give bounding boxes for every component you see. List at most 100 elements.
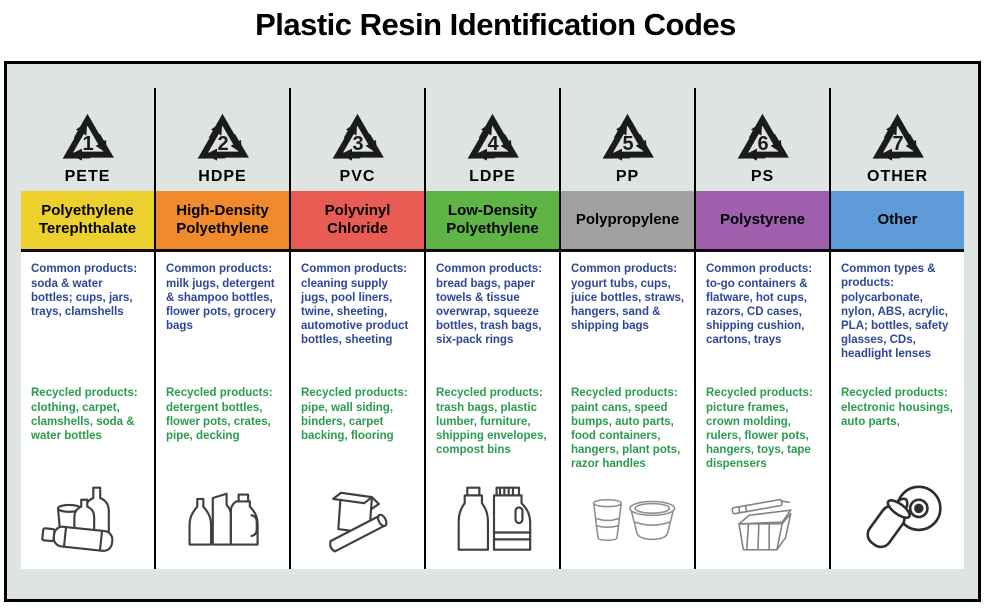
common-products-list: bread bags, paper towels & tissue overwr… xyxy=(436,278,542,346)
recycling-symbol-1-icon: 1 xyxy=(62,113,114,161)
recycled-products-block: Recycled products: electronic housings, … xyxy=(841,386,956,429)
clamshell-container-and-razor-icon xyxy=(706,477,821,565)
common-products-block: Common products: yogurt tubs, cups, juic… xyxy=(571,262,686,386)
resin-abbreviation: OTHER xyxy=(867,168,928,185)
resin-abbreviation: PP xyxy=(615,168,640,185)
recycled-products-block: Recycled products: pipe, wall siding, bi… xyxy=(301,386,416,443)
column-content: Common products: milk jugs, detergent & … xyxy=(156,252,289,569)
resin-code: 4 xyxy=(487,133,499,155)
resin-name: Polyethylene Terephthalate xyxy=(38,202,137,237)
recycling-symbol-4-icon: 4 xyxy=(467,113,519,161)
resin-name-band: Polyvinyl Chloride xyxy=(291,191,424,252)
resin-name: High-Density Polyethylene xyxy=(176,202,269,237)
recycled-products-block: Recycled products: detergent bottles, fl… xyxy=(166,386,281,443)
resin-column-other: 7 OTHER Other Common types & products: p… xyxy=(829,88,964,569)
resin-column-ps: 6 PS Polystyrene Common products: to-go … xyxy=(694,88,829,569)
common-products-list: cleaning supply jugs, pool liners, twine… xyxy=(301,278,409,346)
common-products-list: to-go containers & flatware, hot cups, r… xyxy=(706,278,808,346)
common-products-label: Common types & products: xyxy=(841,263,936,289)
common-products-label: Common products: xyxy=(436,263,543,275)
common-products-block: Common products: bread bags, paper towel… xyxy=(436,262,551,386)
recycled-products-label: Recycled products: xyxy=(301,387,408,399)
recycled-products-block: Recycled products: trash bags, plastic l… xyxy=(436,386,551,457)
recycling-symbol-6-icon: 6 xyxy=(737,113,789,161)
column-content: Common products: cleaning supply jugs, p… xyxy=(291,252,424,569)
resin-name-band: Polyethylene Terephthalate xyxy=(21,191,154,252)
resin-abbreviation: LDPE xyxy=(469,168,516,185)
recycled-products-list: pipe, wall siding, binders, carpet backi… xyxy=(301,402,394,442)
resin-column-pp: 5 PP Polypropylene Common products: yogu… xyxy=(559,88,694,569)
packaging-bag-and-pipe-icon xyxy=(301,477,416,565)
recycled-products-label: Recycled products: xyxy=(841,387,948,399)
resin-name: Polystyrene xyxy=(719,211,806,228)
common-products-list: yogurt tubs, cups, juice bottles, straws… xyxy=(571,278,685,332)
recycled-products-block: Recycled products: clothing, carpet, cla… xyxy=(31,386,146,443)
column-content: Common types & products: polycarbonate, … xyxy=(831,252,964,569)
common-products-label: Common products: xyxy=(166,263,273,275)
recycled-products-label: Recycled products: xyxy=(436,387,543,399)
resin-name: Low-Density Polyethylene xyxy=(446,202,539,237)
recycled-products-block: Recycled products: paint cans, speed bum… xyxy=(571,386,686,471)
recycling-symbol-3-icon: 3 xyxy=(332,113,384,161)
recycling-symbol-2-icon: 2 xyxy=(197,113,249,161)
soda-and-water-bottles-icon xyxy=(31,477,146,565)
resin-code: 1 xyxy=(82,133,93,155)
column-content: Common products: yogurt tubs, cups, juic… xyxy=(561,252,694,569)
plastic-cup-and-flower-pot-icon xyxy=(571,477,686,565)
recycled-products-list: picture frames, crown molding, rulers, f… xyxy=(706,402,811,470)
recycled-products-list: paint cans, speed bumps, auto parts, foo… xyxy=(571,402,681,470)
symbol-area: 3 PVC xyxy=(291,88,424,191)
recycled-products-label: Recycled products: xyxy=(166,387,273,399)
resin-code: 7 xyxy=(892,133,903,155)
recycled-products-label: Recycled products: xyxy=(706,387,813,399)
symbol-area: 7 OTHER xyxy=(831,88,964,191)
resin-column-hdpe: 2 HDPE High-Density Polyethylene Common … xyxy=(154,88,289,569)
common-products-label: Common products: xyxy=(31,263,138,275)
page-title: Plastic Resin Identification Codes xyxy=(255,7,736,42)
symbol-area: 6 PS xyxy=(696,88,829,191)
recycled-products-list: clothing, carpet, clamshells, soda & wat… xyxy=(31,402,135,442)
recycling-symbol-7-icon: 7 xyxy=(872,113,924,161)
recycled-products-list: electronic housings, auto parts, xyxy=(841,402,953,428)
common-products-list: soda & water bottles; cups, jars, trays,… xyxy=(31,278,133,318)
resin-name: Polypropylene xyxy=(575,211,680,228)
recycled-products-block: Recycled products: picture frames, crown… xyxy=(706,386,821,471)
resin-name-band: Low-Density Polyethylene xyxy=(426,191,559,252)
resin-code: 6 xyxy=(757,133,768,155)
resin-code: 5 xyxy=(622,133,633,155)
resin-name-band: High-Density Polyethylene xyxy=(156,191,289,252)
squeeze-bottle-and-jug-icon xyxy=(436,477,551,565)
symbol-area: 1 PETE xyxy=(21,88,154,191)
resin-abbreviation: PVC xyxy=(339,168,376,185)
common-products-label: Common products: xyxy=(301,263,408,275)
resin-name: Other xyxy=(877,211,918,228)
columns-row: 1 PETE Polyethylene Terephthalate Common… xyxy=(21,88,964,569)
recycled-products-list: detergent bottles, flower pots, crates, … xyxy=(166,402,271,442)
recycled-products-list: trash bags, plastic lumber, furniture, s… xyxy=(436,402,547,456)
resin-column-pete: 1 PETE Polyethylene Terephthalate Common… xyxy=(21,88,154,569)
symbol-area: 2 HDPE xyxy=(156,88,289,191)
common-products-block: Common products: cleaning supply jugs, p… xyxy=(301,262,416,386)
common-products-block: Common products: milk jugs, detergent & … xyxy=(166,262,281,386)
common-products-list: milk jugs, detergent & shampoo bottles, … xyxy=(166,278,276,332)
codes-panel: 1 PETE Polyethylene Terephthalate Common… xyxy=(4,61,981,602)
resin-abbreviation: PETE xyxy=(64,168,111,185)
common-products-list: polycarbonate, nylon, ABS, acrylic, PLA;… xyxy=(841,292,949,360)
recycled-products-label: Recycled products: xyxy=(571,387,678,399)
resin-column-pvc: 3 PVC Polyvinyl Chloride Common products… xyxy=(289,88,424,569)
recycling-symbol-5-icon: 5 xyxy=(602,113,654,161)
common-products-label: Common products: xyxy=(571,263,678,275)
column-content: Common products: soda & water bottles; c… xyxy=(21,252,154,569)
resin-code: 2 xyxy=(217,133,228,155)
common-products-block: Common types & products: polycarbonate, … xyxy=(841,262,956,386)
resin-abbreviation: PS xyxy=(750,168,775,185)
resin-column-ldpe: 4 LDPE Low-Density Polyethylene Common p… xyxy=(424,88,559,569)
common-products-block: Common products: to-go containers & flat… xyxy=(706,262,821,386)
milk-jug-and-detergent-bottles-icon xyxy=(166,477,281,565)
common-products-label: Common products: xyxy=(706,263,813,275)
column-content: Common products: to-go containers & flat… xyxy=(696,252,829,569)
resin-abbreviation: HDPE xyxy=(198,168,247,185)
resin-name-band: Polypropylene xyxy=(561,191,694,252)
recycled-products-label: Recycled products: xyxy=(31,387,138,399)
column-content: Common products: bread bags, paper towel… xyxy=(426,252,559,569)
